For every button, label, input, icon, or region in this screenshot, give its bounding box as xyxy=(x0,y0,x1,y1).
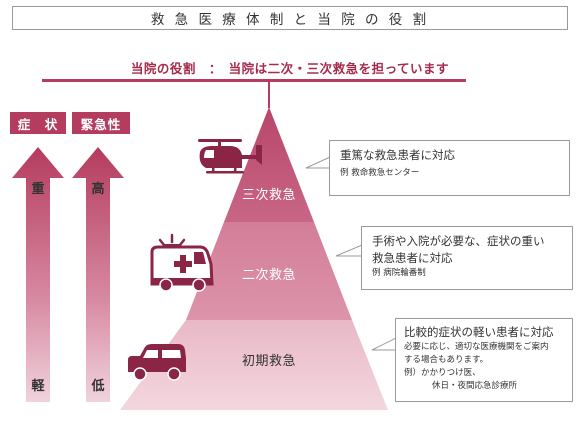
callout-tertiary-title: 重篤な救急患者に対応 xyxy=(340,148,455,162)
pyramid-pole xyxy=(268,82,270,108)
diagram-title: 救 急 医 療 体 制 と 当 院 の 役 割 xyxy=(12,6,568,30)
urgency-high-label: 高 xyxy=(91,182,105,197)
callout-secondary: 手術や入院が必要な、症状の重い 救急患者に対応 例 病院輪番制 xyxy=(361,226,573,290)
symptom-high-label: 重 xyxy=(31,182,45,197)
level-primary-label: 初期救急 xyxy=(241,354,296,369)
callout-primary-line-3: 例）かかりつけ医、 xyxy=(404,368,481,378)
level-secondary-label: 二次救急 xyxy=(241,268,296,283)
callout-pointer-secondary xyxy=(335,244,363,257)
callout-primary: 比較的症状の軽い患者に対応 必要に応じ、適切な医療機関をご案内 する場合もありま… xyxy=(395,318,573,402)
callout-tertiary-example: 例 救命救急センター xyxy=(340,168,420,178)
urgency-low-label: 低 xyxy=(91,379,105,394)
hospital-role-text: 当院の役割 ： 当院は二次・三次救急を担っています xyxy=(130,61,450,76)
callout-pointer-primary xyxy=(371,337,397,351)
role-underline xyxy=(42,79,466,82)
callout-secondary-example: 例 病院輪番制 xyxy=(372,268,426,278)
callout-primary-line-4: 休日・夜間応急診療所 xyxy=(432,381,518,391)
callout-secondary-title-1: 手術や入院が必要な、症状の重い xyxy=(372,234,545,248)
helicopter-icon xyxy=(198,139,262,174)
ambulance-icon xyxy=(150,233,214,292)
symptom-arrow xyxy=(12,147,64,402)
urgency-arrow xyxy=(72,147,124,402)
symptom-chip: 症 状 xyxy=(10,112,66,134)
pyramid-secondary xyxy=(186,222,352,320)
callout-primary-line-2: する場合もあります。 xyxy=(404,355,489,365)
symptom-low-label: 軽 xyxy=(31,379,45,394)
urgency-chip: 緊急性 xyxy=(72,112,130,134)
callout-secondary-title-2: 救急患者に対応 xyxy=(372,251,453,265)
car-icon xyxy=(128,344,186,381)
pyramid-tertiary xyxy=(224,107,314,222)
callout-tertiary: 重篤な救急患者に対応 例 救命救急センター xyxy=(329,140,570,196)
callout-primary-title: 比較的症状の軽い患者に対応 xyxy=(404,325,554,339)
callout-pointer-tertiary xyxy=(305,156,331,169)
level-tertiary-label: 三次救急 xyxy=(241,188,296,203)
callout-primary-line-1: 必要に応じ、適切な医療機関をご案内 xyxy=(404,342,549,352)
pyramid-primary xyxy=(120,320,388,410)
